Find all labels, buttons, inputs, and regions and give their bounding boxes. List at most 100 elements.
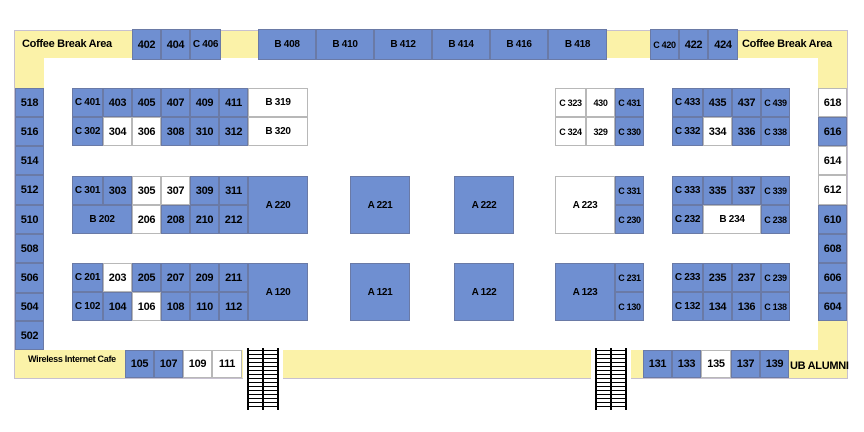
stair-step xyxy=(612,394,625,395)
booth-303: 303 xyxy=(103,176,132,205)
stair-step xyxy=(249,370,262,371)
booth-435: 435 xyxy=(703,88,732,117)
booth-a-221: A 221 xyxy=(350,176,410,234)
stair-step xyxy=(597,362,610,363)
stair-step xyxy=(612,374,625,375)
booth-c-330: C 330 xyxy=(615,117,644,146)
booth-235: 235 xyxy=(703,263,732,292)
booth-c-339: C 339 xyxy=(761,176,790,205)
stair-step xyxy=(264,382,277,383)
stair-step xyxy=(249,394,262,395)
ub-alumni-label: UB ALUMNI xyxy=(790,360,849,372)
booth-616: 616 xyxy=(818,117,847,146)
booth-437: 437 xyxy=(732,88,761,117)
booth-208: 208 xyxy=(161,205,190,234)
stair-step xyxy=(612,378,625,379)
booth-c-302: C 302 xyxy=(72,117,103,146)
booth-618: 618 xyxy=(818,88,847,117)
booth-b-418: B 418 xyxy=(548,29,607,60)
stair-rail xyxy=(595,348,597,410)
stair-rail xyxy=(277,348,279,410)
booth-518: 518 xyxy=(15,88,44,117)
booth-334: 334 xyxy=(703,117,732,146)
booth-b-234: B 234 xyxy=(703,205,761,234)
booth-205: 205 xyxy=(132,263,161,292)
booth-c-230: C 230 xyxy=(615,205,644,234)
stair-step xyxy=(612,382,625,383)
booth-402: 402 xyxy=(132,29,161,60)
booth-502: 502 xyxy=(15,321,44,350)
booth-c-323: C 323 xyxy=(555,88,586,117)
stair-step xyxy=(612,370,625,371)
booth-105: 105 xyxy=(125,350,154,378)
coffee-break-area-right-label: Coffee Break Area xyxy=(742,38,832,50)
booth-336: 336 xyxy=(732,117,761,146)
stair-step xyxy=(249,382,262,383)
booth-139: 139 xyxy=(760,350,789,378)
coffee-break-area-left-label: Coffee Break Area xyxy=(22,38,112,50)
stair-step xyxy=(612,398,625,399)
booth-a-223: A 223 xyxy=(555,176,615,234)
booth-136: 136 xyxy=(732,292,761,321)
booth-c-301: C 301 xyxy=(72,176,103,205)
booth-305: 305 xyxy=(132,176,161,205)
booth-a-120: A 120 xyxy=(248,263,308,321)
booth-306: 306 xyxy=(132,117,161,146)
booth-b-414: B 414 xyxy=(432,29,490,60)
stair-step xyxy=(612,362,625,363)
booth-b-320: B 320 xyxy=(248,117,308,146)
stair-step xyxy=(264,402,277,403)
stair-step xyxy=(264,390,277,391)
stair-step xyxy=(249,402,262,403)
stair-step xyxy=(264,358,277,359)
booth-c-130: C 130 xyxy=(615,292,644,321)
stair-step xyxy=(612,350,625,351)
booth-135: 135 xyxy=(701,350,731,378)
booth-c-102: C 102 xyxy=(72,292,103,321)
booth-c-431: C 431 xyxy=(615,88,644,117)
booth-210: 210 xyxy=(190,205,219,234)
stair-step xyxy=(249,350,262,351)
booth-612: 612 xyxy=(818,175,847,205)
stair-step xyxy=(249,366,262,367)
booth-424: 424 xyxy=(708,29,738,60)
booth-403: 403 xyxy=(103,88,132,117)
booth-c-420: C 420 xyxy=(650,29,679,60)
booth-337: 337 xyxy=(732,176,761,205)
stair-step xyxy=(249,406,262,407)
booth-514: 514 xyxy=(15,146,44,175)
stair-rail xyxy=(247,348,249,410)
booth-134: 134 xyxy=(703,292,732,321)
booth-311: 311 xyxy=(219,176,248,205)
stair-step xyxy=(264,374,277,375)
booth-512: 512 xyxy=(15,175,44,205)
booth-206: 206 xyxy=(132,205,161,234)
stair-step xyxy=(249,378,262,379)
booth-a-123: A 123 xyxy=(555,263,615,321)
booth-a-220: A 220 xyxy=(248,176,308,234)
booth-c-232: C 232 xyxy=(672,205,703,234)
booth-a-121: A 121 xyxy=(350,263,410,321)
booth-405: 405 xyxy=(132,88,161,117)
stair-step xyxy=(264,362,277,363)
stair-step xyxy=(597,366,610,367)
stair-step xyxy=(264,370,277,371)
stair-step xyxy=(597,386,610,387)
stair-step xyxy=(597,350,610,351)
booth-c-331: C 331 xyxy=(615,176,644,205)
booth-c-138: C 138 xyxy=(761,292,790,321)
stair-step xyxy=(249,386,262,387)
booth-107: 107 xyxy=(154,350,183,378)
booth-610: 610 xyxy=(818,205,847,234)
stair-step xyxy=(612,386,625,387)
booth-c-324: C 324 xyxy=(555,117,586,146)
booth-516: 516 xyxy=(15,117,44,146)
booth-506: 506 xyxy=(15,263,44,293)
stair-step xyxy=(264,354,277,355)
booth-308: 308 xyxy=(161,117,190,146)
booth-c-439: C 439 xyxy=(761,88,790,117)
booth-111: 111 xyxy=(212,350,242,378)
booth-207: 207 xyxy=(161,263,190,292)
booth-203: 203 xyxy=(103,263,132,292)
